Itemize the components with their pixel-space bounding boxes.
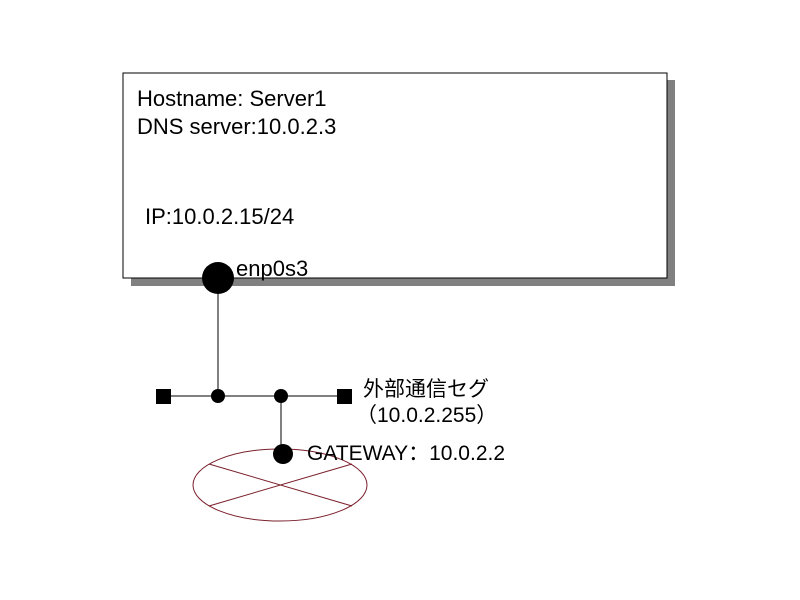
gateway-junction-node	[274, 389, 288, 403]
segment-terminator-right	[337, 389, 352, 404]
nic-port	[202, 262, 234, 294]
gateway-port	[273, 444, 293, 464]
server-box	[122, 72, 668, 279]
segment-terminator-left	[156, 389, 171, 404]
interface-name-label: enp0s3	[236, 256, 309, 281]
segment-broadcast-label: （10.0.2.255）	[356, 404, 498, 427]
gateway-label: GATEWAY：10.0.2.2	[307, 442, 506, 465]
hostname-label: Hostname: Server1	[137, 86, 327, 111]
segment-name-label: 外部通信セグ	[363, 378, 489, 401]
dns-server-label: DNS server:10.0.2.3	[137, 114, 337, 139]
ip-address-label: IP:10.0.2.15/24	[145, 204, 295, 229]
server-junction-node	[211, 389, 225, 403]
